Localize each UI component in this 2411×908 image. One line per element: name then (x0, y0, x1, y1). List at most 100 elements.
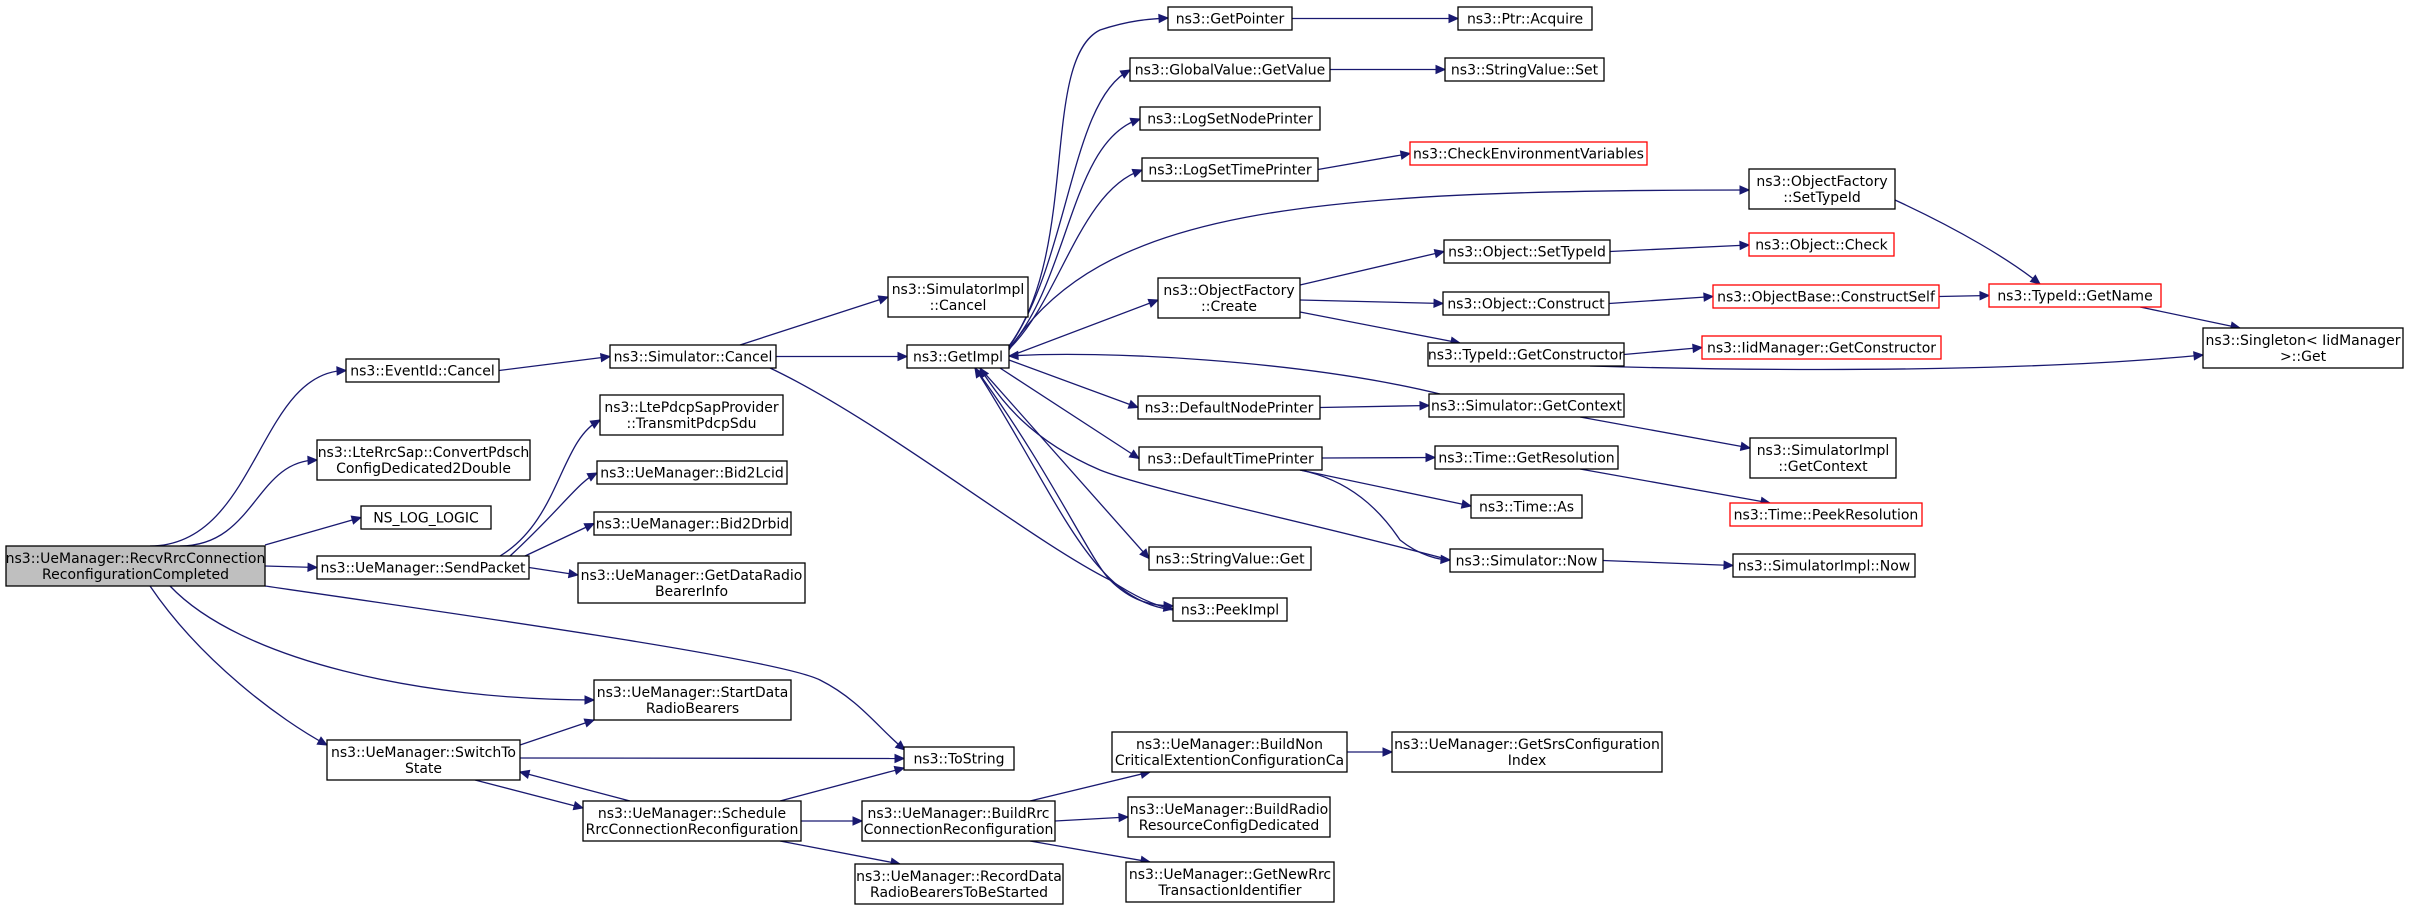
node-label: ns3::Simulator::Now (1456, 554, 1598, 570)
node-object-construct[interactable]: ns3::Object::Construct (1442, 291, 1610, 316)
node-simimpl-cancel[interactable]: ns3::SimulatorImpl::Cancel (887, 276, 1029, 318)
node-label: ns3::Singleton< IidManager (2206, 333, 2401, 349)
node-simimpl-getcontext[interactable]: ns3::SimulatorImpl::GetContext (1749, 437, 1897, 479)
node-label: CriticalExtentionConfigurationCa (1115, 753, 1344, 769)
node-iidmanager-getconstructor[interactable]: ns3::IidManager::GetConstructor (1701, 335, 1942, 360)
node-objectbase-constructself[interactable]: ns3::ObjectBase::ConstructSelf (1712, 284, 1940, 309)
node-box (326, 739, 521, 781)
node-defaulttime[interactable]: ns3::DefaultTimePrinter (1138, 446, 1323, 471)
node-objfactory-settypeid[interactable]: ns3::ObjectFactory::SetTypeId (1748, 168, 1896, 210)
node-label: Index (1508, 753, 1547, 769)
node-label: ::GetContext (1778, 459, 1868, 475)
node-time-getres[interactable]: ns3::Time::GetResolution (1434, 445, 1619, 470)
edge-getimpl-to-defaultnode (1008, 359, 1140, 409)
edge-sim_getcontext-to-simimpl_getcontext (1579, 416, 1752, 451)
node-label: ns3::UeManager::GetSrsConfiguration (1394, 737, 1660, 753)
node-buildrrc[interactable]: ns3::UeManager::BuildRrcConnectionReconf… (861, 800, 1056, 842)
node-box (1748, 232, 1895, 257)
edge-getimpl-to-objfactory_create (1008, 298, 1160, 358)
node-label: ns3::ObjectFactory (1756, 174, 1887, 190)
node-typeid-getname[interactable]: ns3::TypeId::GetName (1988, 283, 2162, 308)
edge-root-to-tostring (264, 585, 906, 751)
edge-switchto-to-tostring (519, 753, 906, 764)
node-stringvalue-get[interactable]: ns3::StringValue::Get (1148, 546, 1312, 571)
node-time-peekres[interactable]: ns3::Time::PeekResolution (1729, 502, 1923, 527)
edge-time_getres-to-time_peekres (1579, 468, 1772, 507)
node-getnewrrc[interactable]: ns3::UeManager::GetNewRrcTransactionIden… (1125, 861, 1335, 903)
node-label: ns3::GetPointer (1176, 12, 1285, 28)
edge-root-to-sendpacket (264, 562, 319, 572)
node-singleton-get[interactable]: ns3::Singleton< IidManager >::Get (2202, 327, 2404, 369)
node-getimpl[interactable]: ns3::GetImpl (906, 344, 1010, 369)
node-stringvalue-set[interactable]: ns3::StringValue::Set (1444, 57, 1605, 82)
node-ptr-acquire[interactable]: ns3::Ptr::Acquire (1457, 6, 1593, 31)
node-transmitpdcp[interactable]: ns3::LtePdcpSapProvider::TransmitPdcpSdu (599, 394, 784, 436)
node-label: ns3::LteRrcSap::ConvertPdsch (318, 445, 530, 461)
node-time-as[interactable]: ns3::Time::As (1470, 494, 1583, 519)
node-logsetnode[interactable]: ns3::LogSetNodePrinter (1139, 106, 1321, 131)
edge-root-to-ns_log_logic (264, 515, 363, 546)
node-sim-cancel[interactable]: ns3::Simulator::Cancel (609, 344, 777, 369)
node-box (609, 344, 777, 369)
node-box (1138, 446, 1323, 471)
edge-sim_cancel-to-simimpl_cancel (739, 295, 890, 346)
node-bid2drbid[interactable]: ns3::UeManager::Bid2Drbid (593, 511, 792, 536)
node-bid2lcid[interactable]: ns3::UeManager::Bid2Lcid (596, 460, 788, 485)
node-ns-log-logic[interactable]: NS_LOG_LOGIC (360, 505, 492, 530)
node-sim-getcontext[interactable]: ns3::Simulator::GetContext (1428, 393, 1625, 418)
edge-sim_getcontext-to-getimpl (1007, 350, 1441, 395)
node-root[interactable]: ns3::UeManager::RecvRrcConnectionReconfi… (5, 545, 266, 587)
node-object-check[interactable]: ns3::Object::Check (1748, 232, 1895, 257)
node-box (1172, 597, 1288, 622)
node-objfactory-create[interactable]: ns3::ObjectFactory::Create (1157, 277, 1301, 319)
node-box (360, 505, 492, 530)
node-label: ns3::SimulatorImpl (1757, 443, 1890, 459)
node-recorddata[interactable]: ns3::UeManager::RecordDataRadioBearersTo… (854, 863, 1064, 905)
node-label: ns3::PeekImpl (1181, 603, 1279, 619)
node-label: ns3::UeManager::Schedule (598, 806, 786, 822)
node-sim-now[interactable]: ns3::Simulator::Now (1449, 548, 1604, 573)
node-object-settypeid[interactable]: ns3::Object::SetTypeId (1443, 239, 1611, 264)
edge-sendpacket-to-bid2lcid (509, 472, 599, 557)
node-label: RadioBearersToBeStarted (870, 885, 1048, 901)
node-label: ns3::LtePdcpSapProvider (604, 400, 779, 416)
node-label: ::SetTypeId (1783, 190, 1861, 206)
node-buildradio[interactable]: ns3::UeManager::BuildRadioResourceConfig… (1127, 796, 1331, 838)
node-box (1988, 283, 2162, 308)
node-box (1748, 168, 1896, 210)
node-getpointer[interactable]: ns3::GetPointer (1167, 6, 1293, 31)
node-box (1443, 239, 1611, 264)
node-label: ns3::UeManager::Bid2Drbid (596, 517, 789, 533)
edge-logsettime-to-checkenv (1317, 150, 1412, 171)
node-typeid-getconstructor[interactable]: ns3::TypeId::GetConstructor (1427, 342, 1625, 367)
node-simimpl-now[interactable]: ns3::SimulatorImpl::Now (1732, 553, 1916, 578)
node-peekimpl[interactable]: ns3::PeekImpl (1172, 597, 1288, 622)
edge-objfactory_create-to-typeid_getconstructor (1299, 311, 1462, 346)
node-label: ns3::UeManager::BuildRadio (1130, 802, 1328, 818)
node-globalvalue[interactable]: ns3::GlobalValue::GetValue (1129, 57, 1331, 82)
node-label: ns3::UeManager::Bid2Lcid (600, 466, 783, 482)
node-label: ReconfigurationCompleted (42, 567, 229, 583)
node-sendpacket[interactable]: ns3::UeManager::SendPacket (316, 555, 530, 580)
node-box (1470, 494, 1583, 519)
node-checkenv[interactable]: ns3::CheckEnvironmentVariables (1409, 141, 1648, 166)
node-box (593, 511, 792, 536)
node-box (5, 545, 266, 587)
node-schedule[interactable]: ns3::UeManager::ScheduleRrcConnectionRec… (582, 800, 802, 842)
node-defaultnode[interactable]: ns3::DefaultNodePrinter (1137, 395, 1321, 420)
node-label: ns3::UeManager::GetDataRadio (581, 568, 803, 584)
node-box (596, 460, 788, 485)
node-box (316, 555, 530, 580)
node-tostring[interactable]: ns3::ToString (903, 746, 1015, 771)
node-label: ns3::UeManager::SwitchTo (331, 745, 516, 761)
node-logsettime[interactable]: ns3::LogSetTimePrinter (1141, 157, 1319, 182)
node-convert[interactable]: ns3::LteRrcSap::ConvertPdschConfigDedica… (316, 439, 531, 481)
node-buildnon[interactable]: ns3::UeManager::BuildNonCriticalExtentio… (1111, 731, 1348, 773)
node-eventid-cancel[interactable]: ns3::EventId::Cancel (345, 358, 500, 383)
edge-schedule-to-recorddata (779, 840, 902, 867)
node-label: ns3::UeManager::BuildRrc (868, 806, 1050, 822)
